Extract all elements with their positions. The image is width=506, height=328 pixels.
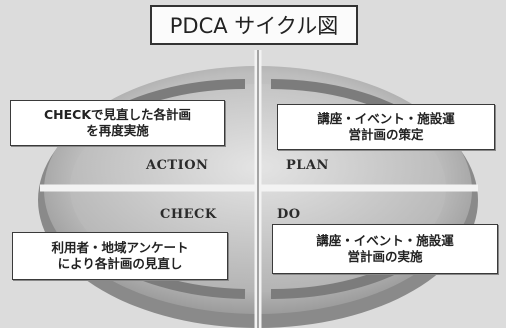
diagram-title: PDCA サイクル図	[150, 5, 358, 45]
action-label: ACTION	[146, 158, 209, 173]
action-note: CHECKで見直した各計画 を再度実施	[10, 100, 225, 146]
do-label: DO	[277, 207, 301, 222]
do-note: 講座・イベント・施設運 営計画の実施	[272, 224, 498, 274]
plan-label: PLAN	[286, 158, 329, 173]
plan-note: 講座・イベント・施設運 営計画の策定	[277, 104, 495, 150]
check-note: 利用者・地域アンケート により各計画の見直し	[12, 232, 228, 280]
check-label: CHECK	[160, 207, 217, 222]
